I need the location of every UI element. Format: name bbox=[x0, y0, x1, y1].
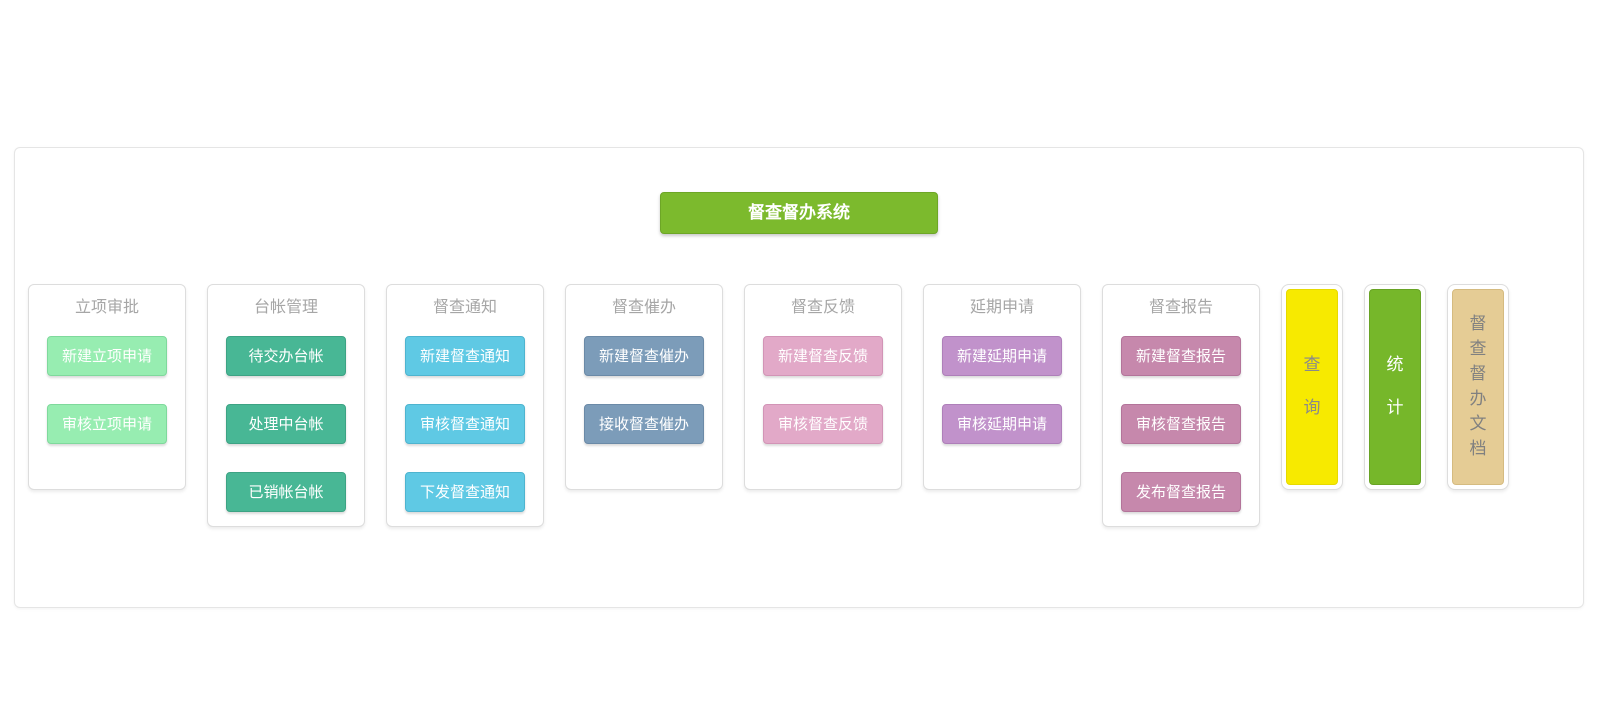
module-column: 立项审批新建立项申请审核立项申请 bbox=[28, 284, 186, 490]
side-button-char: 计 bbox=[1386, 398, 1404, 418]
column-title: 督查通知 bbox=[432, 297, 497, 316]
column-title: 督查催办 bbox=[611, 297, 676, 316]
side-button-documents[interactable]: 督查督办文档 bbox=[1447, 284, 1509, 490]
side-button-char: 查 bbox=[1303, 355, 1321, 375]
side-button-char: 询 bbox=[1303, 398, 1321, 418]
module-button[interactable]: 已销帐台帐 bbox=[226, 472, 346, 512]
side-button-label: 查询 bbox=[1286, 289, 1338, 485]
module-column: 督查报告新建督查报告审核督查报告发布督查报告 bbox=[1102, 284, 1260, 527]
column-title: 台帐管理 bbox=[253, 297, 318, 316]
module-column: 督查反馈新建督查反馈审核督查反馈 bbox=[744, 284, 902, 490]
module-button[interactable]: 待交办台帐 bbox=[226, 336, 346, 376]
module-column: 延期申请新建延期申请审核延期申请 bbox=[923, 284, 1081, 490]
main-panel: 督查督办系统 立项审批新建立项申请审核立项申请台帐管理待交办台帐处理中台帐已销帐… bbox=[14, 147, 1584, 608]
side-button-label: 统计 bbox=[1369, 289, 1421, 485]
module-button[interactable]: 新建立项申请 bbox=[47, 336, 167, 376]
side-button-char: 督 bbox=[1469, 364, 1487, 384]
module-columns: 立项审批新建立项申请审核立项申请台帐管理待交办台帐处理中台帐已销帐台帐督查通知新… bbox=[28, 284, 1583, 527]
module-button[interactable]: 处理中台帐 bbox=[226, 404, 346, 444]
side-button-char: 统 bbox=[1386, 355, 1404, 375]
module-button[interactable]: 审核督查通知 bbox=[405, 404, 525, 444]
side-button-char: 办 bbox=[1469, 389, 1487, 409]
module-button[interactable]: 接收督查催办 bbox=[584, 404, 704, 444]
module-button[interactable]: 新建延期申请 bbox=[942, 336, 1062, 376]
column-title: 延期申请 bbox=[969, 297, 1034, 316]
side-button-char: 督 bbox=[1469, 314, 1487, 334]
side-button-statistics[interactable]: 统计 bbox=[1364, 284, 1426, 490]
module-button[interactable]: 审核延期申请 bbox=[942, 404, 1062, 444]
module-column: 台帐管理待交办台帐处理中台帐已销帐台帐 bbox=[207, 284, 365, 527]
module-button[interactable]: 审核督查反馈 bbox=[763, 404, 883, 444]
module-button[interactable]: 发布督查报告 bbox=[1121, 472, 1241, 512]
column-title: 立项审批 bbox=[74, 297, 139, 316]
side-button-char: 文 bbox=[1469, 414, 1487, 434]
module-button[interactable]: 新建督查通知 bbox=[405, 336, 525, 376]
side-button-label: 督查督办文档 bbox=[1452, 289, 1504, 485]
side-button-char: 查 bbox=[1469, 339, 1487, 359]
module-button[interactable]: 新建督查催办 bbox=[584, 336, 704, 376]
side-button-query[interactable]: 查询 bbox=[1281, 284, 1343, 490]
column-title: 督查反馈 bbox=[790, 297, 855, 316]
side-button-char: 档 bbox=[1469, 439, 1487, 459]
module-column: 督查催办新建督查催办接收督查催办 bbox=[565, 284, 723, 490]
column-title: 督查报告 bbox=[1148, 297, 1213, 316]
module-button[interactable]: 新建督查报告 bbox=[1121, 336, 1241, 376]
system-title-button[interactable]: 督查督办系统 bbox=[660, 192, 938, 234]
module-button[interactable]: 下发督查通知 bbox=[405, 472, 525, 512]
module-button[interactable]: 新建督查反馈 bbox=[763, 336, 883, 376]
module-column: 督查通知新建督查通知审核督查通知下发督查通知 bbox=[386, 284, 544, 527]
module-button[interactable]: 审核督查报告 bbox=[1121, 404, 1241, 444]
module-button[interactable]: 审核立项申请 bbox=[47, 404, 167, 444]
